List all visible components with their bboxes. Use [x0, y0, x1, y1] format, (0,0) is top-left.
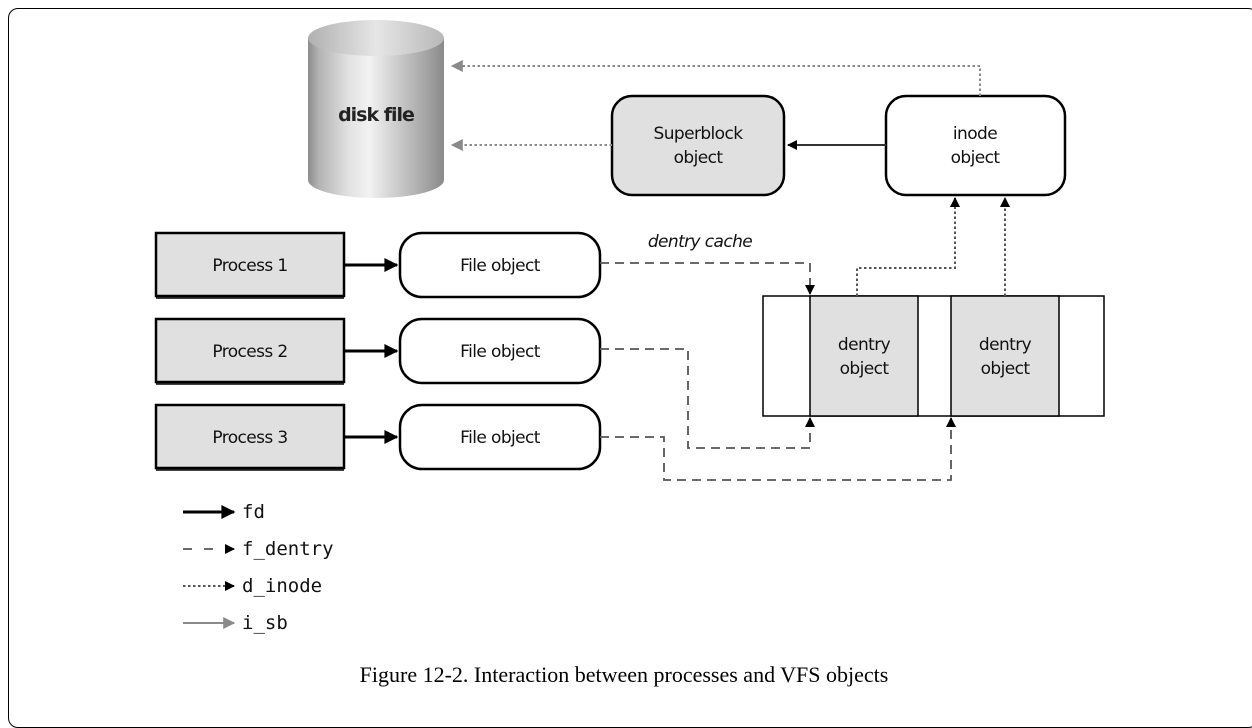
process-1-box: Process 1 [154, 231, 346, 299]
file-object-1: File object [398, 231, 602, 299]
file-object-3: File object [398, 403, 602, 471]
process-2-box: Process 2 [154, 317, 346, 385]
legend-d-inode-label: d_inode [242, 575, 322, 597]
legend: fd f_dentry d_inode i_sb [183, 501, 334, 634]
inode-label-line1: inode [953, 124, 997, 144]
superblock-object: Superblock object [610, 94, 786, 197]
legend-fd-label: fd [242, 501, 265, 523]
legend-i-sb-label: i_sb [242, 612, 288, 634]
dentry-2-label-line1: dentry [979, 335, 1032, 355]
file-object-2-label: File object [460, 342, 541, 362]
superblock-label-line1: Superblock [654, 124, 744, 144]
figure-caption: Figure 12-2. Interaction between process… [360, 662, 889, 687]
process-3-box: Process 3 [154, 403, 346, 471]
dentry-1-label-line2: object [840, 359, 890, 379]
legend-f-dentry-label: f_dentry [242, 538, 334, 560]
file-object-2: File object [398, 317, 602, 385]
f-dentry-arrow-2 [600, 348, 815, 449]
disk-file-label: disk file [338, 104, 414, 126]
dentry-cache-label: dentry cache [648, 232, 752, 252]
d-inode-arrow-1 [856, 197, 960, 296]
process-1-label: Process 1 [212, 256, 287, 276]
process-3-label: Process 3 [212, 428, 287, 448]
dentry-cache: dentry object dentry object [762, 295, 1105, 417]
file-object-1-label: File object [460, 256, 541, 276]
vfs-diagram: disk file Superblock object inode object… [154, 20, 1105, 687]
dentry-object-2 [950, 295, 1060, 417]
f-dentry-arrow-1 [600, 262, 815, 295]
dentry-2-label-line2: object [981, 359, 1031, 379]
file-object-3-label: File object [460, 428, 541, 448]
inode-object: inode object [884, 94, 1067, 197]
inode-label-line2: object [951, 148, 1001, 168]
inode-to-disk-arrow [450, 60, 981, 96]
superblock-label-line2: object [674, 148, 724, 168]
process-2-label: Process 2 [212, 342, 287, 362]
dentry-1-label-line1: dentry [838, 335, 891, 355]
disk-file-cylinder: disk file [308, 20, 444, 198]
dentry-object-1 [809, 295, 919, 417]
f-dentry-arrow-3 [600, 417, 956, 481]
